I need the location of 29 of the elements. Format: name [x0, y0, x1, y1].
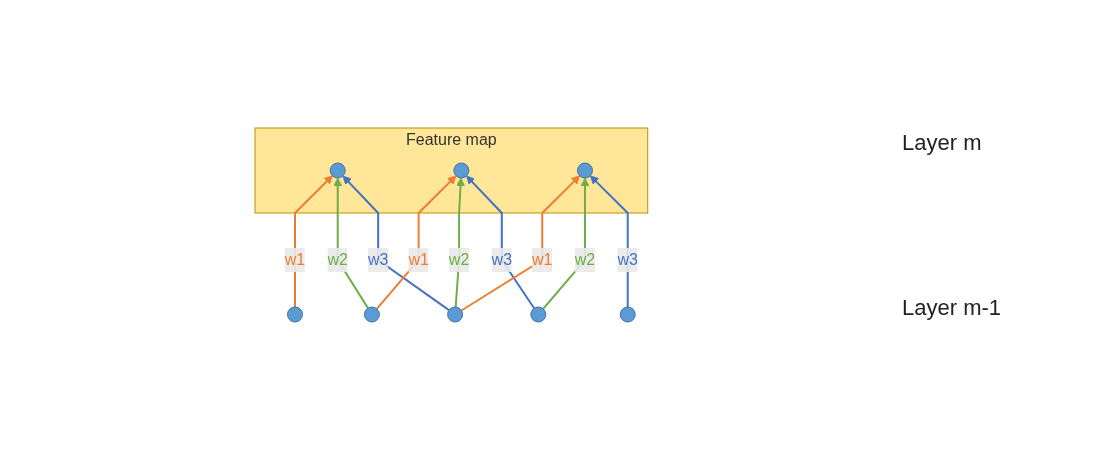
- arrow: [541, 177, 590, 310]
- layer-label: Layer m-1: [902, 294, 1003, 321]
- arrow: [375, 175, 457, 310]
- node-circle: [453, 162, 469, 179]
- edge-label: w3: [491, 251, 512, 268]
- edge-label: w2: [327, 251, 348, 268]
- edge-label: w3: [617, 251, 638, 268]
- layer-label: Layer m: [902, 129, 983, 156]
- arrow: [465, 175, 535, 310]
- arrow: [454, 177, 465, 308]
- edge-label: w2: [448, 251, 469, 268]
- arrow: [589, 175, 629, 308]
- node-circle: [329, 162, 346, 179]
- edge-label: w3: [367, 251, 389, 268]
- arrow: [342, 175, 450, 312]
- node-circle: [446, 306, 463, 323]
- edge-label: w1: [531, 251, 553, 268]
- node-circle: [363, 306, 380, 323]
- node-circle: [286, 306, 303, 323]
- cluster: Feature map: [254, 127, 648, 214]
- node-circle: [529, 306, 546, 323]
- node-circle: [619, 306, 636, 323]
- arrow: [293, 175, 333, 308]
- arrow: [332, 177, 369, 310]
- arrow: [460, 175, 580, 312]
- node-circle: [576, 162, 593, 179]
- edge-label: w1: [408, 251, 429, 268]
- edge-label: w1: [284, 251, 305, 268]
- edge-label: w2: [574, 251, 595, 268]
